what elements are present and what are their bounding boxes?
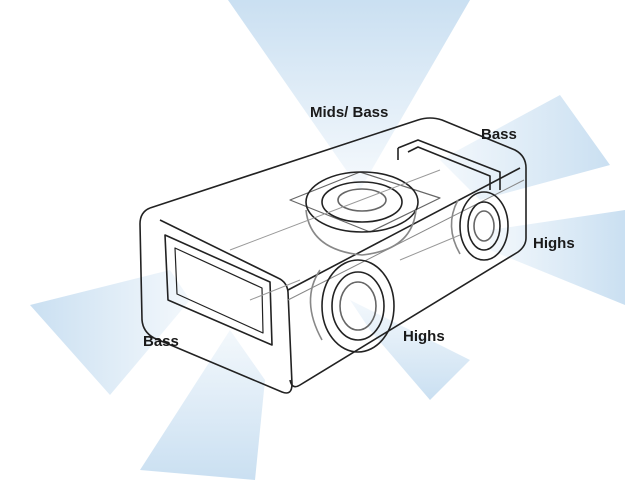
beam-right-upper [440,95,610,200]
beam-top [228,0,470,190]
label-mids-bass: Mids/ Bass [310,104,389,121]
beam-bottom [140,330,265,480]
beam-right-lower [490,210,625,305]
label-bass-left: Bass [143,333,179,350]
label-highs-front: Highs [403,328,445,345]
beam-left [30,270,190,395]
label-bass-right: Bass [481,126,517,143]
speaker-body [139,117,527,394]
label-highs-right: Highs [533,235,575,252]
